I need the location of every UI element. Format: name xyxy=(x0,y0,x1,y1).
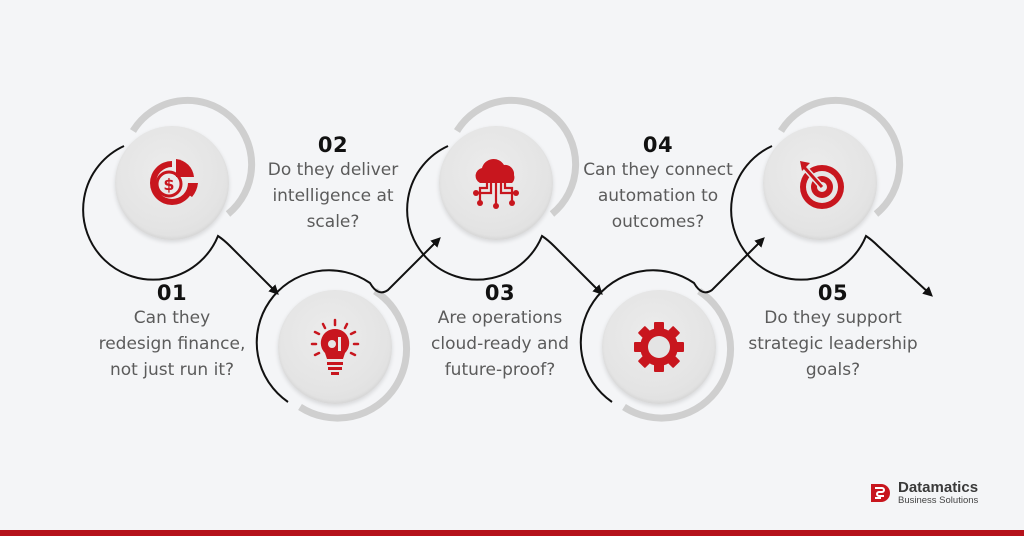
step-1-text: 01 Can they redesign finance, not just r… xyxy=(82,281,262,383)
step-3-circle xyxy=(439,126,553,240)
gear-icon xyxy=(634,322,684,372)
finance-dollar-chart-icon: $ xyxy=(150,159,198,205)
lightbulb-gear-icon xyxy=(310,318,360,375)
step-3-text: 03 Are operations cloud-ready and future… xyxy=(410,281,590,383)
step-question: Do they support strategic leadership goa… xyxy=(748,308,918,380)
datamatics-logo-icon xyxy=(871,484,890,502)
step-number: 02 xyxy=(317,133,349,157)
step-4-text: 04 Can they connect automation to outcom… xyxy=(568,133,748,235)
step-number: 04 xyxy=(642,133,674,157)
step-4-circle xyxy=(602,290,716,404)
step-question: Can they connect automation to outcomes? xyxy=(583,160,733,232)
step-2-circle xyxy=(278,290,392,404)
step-question: Do they deliver intelligence at scale? xyxy=(267,160,399,232)
logo-name: Datamatics xyxy=(898,479,979,496)
brand-logo: Datamatics Business Solutions xyxy=(870,480,978,506)
step-number: 05 xyxy=(817,281,849,305)
step-number: 03 xyxy=(484,281,516,305)
svg-text:$: $ xyxy=(163,175,174,194)
logo-subtitle: Business Solutions xyxy=(898,495,979,506)
step-question: Can they redesign finance, not just run … xyxy=(98,308,246,380)
step-question: Are operations cloud-ready and future-pr… xyxy=(431,308,569,380)
step-1-circle: $ xyxy=(115,126,229,240)
cloud-network-icon xyxy=(473,159,519,209)
step-5-text: 05 Do they support strategic leadership … xyxy=(743,281,923,383)
bottom-accent-bar xyxy=(0,530,1024,536)
step-2-text: 02 Do they deliver intelligence at scale… xyxy=(243,133,423,235)
step-number: 01 xyxy=(156,281,188,305)
step-5-circle xyxy=(763,126,877,240)
target-arrow-icon xyxy=(800,161,844,209)
